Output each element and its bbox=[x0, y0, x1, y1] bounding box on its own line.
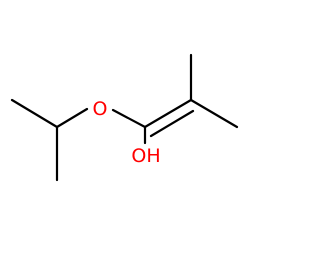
hydroxyl-label: OH bbox=[131, 145, 160, 167]
structure-svg: O OH bbox=[10, 53, 239, 182]
ether-oxygen-label: O bbox=[93, 98, 108, 120]
double-bond-line-2 bbox=[149, 109, 195, 138]
bond-isopropyl-to-oxygen bbox=[55, 107, 89, 129]
bond-oxygen-to-enol-carbon bbox=[111, 108, 147, 129]
molecule-diagram: O OH bbox=[10, 53, 239, 182]
double-bond-line-1 bbox=[143, 98, 193, 129]
bond-methyl-left bbox=[10, 98, 59, 129]
bond-methyl-right bbox=[189, 98, 239, 129]
